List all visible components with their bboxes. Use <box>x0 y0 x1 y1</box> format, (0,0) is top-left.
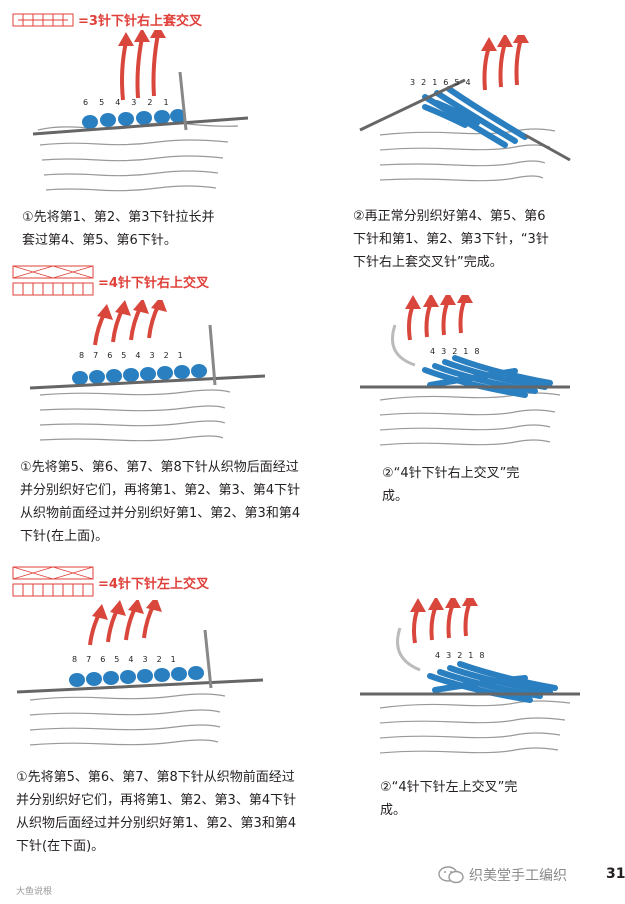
stitch-number: 3 <box>142 655 148 664</box>
stitch-number: 7 <box>86 655 92 664</box>
illustration-1-step-2 <box>359 35 571 182</box>
stitch-number: 1 <box>170 655 176 664</box>
stitch-numbers-2-right: 4 3 2 1 8 <box>430 347 479 356</box>
section-title-label: =3针下针右上套交叉 <box>78 14 202 29</box>
caption-line: 下针右上套交叉针”完成。 <box>353 255 503 270</box>
caption-line: 从织物后面经过并分别织好第1、第2、第3和第4 <box>16 816 297 831</box>
stitch-number: 3 <box>441 347 447 356</box>
stitch-number: 4 <box>430 347 436 356</box>
caption-1-step-1: ①先将第1、第2、第3下针拉长并 套过第4、第5、第6下针。 <box>22 206 214 252</box>
caption-line: ①先将第5、第6、第7、第8下针从织物后面经过 <box>20 460 299 475</box>
section-3-title: =4针下针左上交叉 <box>12 566 209 598</box>
illustration-3-step-1 <box>16 600 264 746</box>
stitch-number: 3 <box>149 351 155 360</box>
stitch-number: 2 <box>452 347 458 356</box>
caption-line: ①先将第5、第6、第7、第8下针从织物前面经过 <box>16 770 295 785</box>
caption-1-step-2: ②再正常分别织好第4、第5、第6 下针和第1、第2、第3下针，“3针 下针右上套… <box>353 205 549 274</box>
stitch-number: 6 <box>100 655 106 664</box>
stitch-number: 2 <box>421 78 427 87</box>
section-2-title: =4针下针右上交叉 <box>12 265 209 297</box>
stitch-number: 6 <box>83 98 89 107</box>
stitch-number: 4 <box>115 98 121 107</box>
stitch-number: 5 <box>121 351 127 360</box>
stitch-numbers-3-right: 4 3 2 1 8 <box>435 651 484 660</box>
stitch-number: 4 <box>435 651 441 660</box>
caption-line: 下针(在下面)。 <box>16 839 105 854</box>
stitch-number: 6 <box>107 351 113 360</box>
stitch-number: 7 <box>93 351 99 360</box>
stitch-number: 8 <box>479 651 485 660</box>
stitch-number: 1 <box>177 351 183 360</box>
footer-brand-label: 织美堂手工编织 <box>469 868 567 884</box>
caption-line: 套过第4、第5、第6下针。 <box>22 233 177 248</box>
section-title-label: =4针下针右上交叉 <box>98 275 209 291</box>
stitch-number: 5 <box>99 98 105 107</box>
stitch-number: 1 <box>468 651 474 660</box>
caption-2-step-1: ①先将第5、第6、第7、第8下针从织物后面经过 并分别织好它们，再将第1、第2、… <box>20 456 300 548</box>
watermark: 大鱼说根 <box>16 887 53 897</box>
stitch-number: 4 <box>465 78 471 87</box>
footer-brand: 织美堂手工编织 <box>438 865 567 885</box>
stitch-number: 8 <box>79 351 85 360</box>
stitch-number: 8 <box>72 655 78 664</box>
chart-symbol-icon <box>12 566 94 597</box>
illustration-1-step-1 <box>32 30 249 192</box>
illustration-3-step-2 <box>360 598 580 754</box>
section-1-title: =3针下针右上套交叉 <box>12 10 202 29</box>
wechat-icon <box>438 866 464 884</box>
caption-line: ②“4针下针右上交叉”完 <box>382 466 520 481</box>
section-title-label: =4针下针左上交叉 <box>98 576 209 592</box>
stitch-number: 1 <box>432 78 438 87</box>
stitch-number: 2 <box>457 651 463 660</box>
caption-line: 并分别织好它们，再将第1、第2、第3、第4下针 <box>16 793 297 808</box>
caption-line: 下针(在上面)。 <box>20 529 109 544</box>
stitch-number: 2 <box>156 655 162 664</box>
page-number: 31 <box>606 866 625 882</box>
stitch-numbers-2-left: 8 7 6 5 4 3 2 1 <box>79 351 183 360</box>
chart-symbol-icon <box>12 13 74 26</box>
stitch-numbers-1-right: 3 2 1 6 5 4 <box>410 78 471 87</box>
stitch-numbers-1-left: 6 5 4 3 2 1 <box>83 98 169 107</box>
caption-line: ①先将第1、第2、第3下针拉长并 <box>22 210 215 225</box>
caption-3-step-1: ①先将第5、第6、第7、第8下针从织物前面经过 并分别织好它们，再将第1、第2、… <box>16 766 296 858</box>
stitch-number: 2 <box>147 98 153 107</box>
stitch-number: 6 <box>443 78 449 87</box>
caption-line: 成。 <box>380 803 407 818</box>
caption-line: ②“4针下针左上交叉”完 <box>380 780 518 795</box>
chart-symbol-icon <box>12 265 94 296</box>
stitch-number: 1 <box>463 347 469 356</box>
caption-line: ②再正常分别织好第4、第5、第6 <box>353 209 546 224</box>
illustration-2-step-1 <box>29 300 265 442</box>
stitch-number: 3 <box>446 651 452 660</box>
stitch-number: 8 <box>474 347 480 356</box>
stitch-number: 4 <box>135 351 141 360</box>
caption-line: 下针和第1、第2、第3下针，“3针 <box>353 232 549 247</box>
caption-3-step-2: ②“4针下针左上交叉”完 成。 <box>380 776 517 822</box>
stitch-number: 1 <box>163 98 169 107</box>
stitch-number: 2 <box>163 351 169 360</box>
caption-line: 成。 <box>382 489 409 504</box>
stitch-number: 4 <box>128 655 134 664</box>
stitch-number: 5 <box>454 78 460 87</box>
stitch-number: 3 <box>131 98 137 107</box>
caption-line: 并分别织好它们，再将第1、第2、第3、第4下针 <box>20 483 301 498</box>
caption-line: 从织物前面经过并分别织好第1、第2、第3和第4 <box>20 506 301 521</box>
illustration-2-step-2 <box>360 295 570 446</box>
stitch-numbers-3-left: 8 7 6 5 4 3 2 1 <box>72 655 176 664</box>
stitch-number: 3 <box>410 78 416 87</box>
stitch-number: 5 <box>114 655 120 664</box>
caption-2-step-2: ②“4针下针右上交叉”完 成。 <box>382 462 519 508</box>
